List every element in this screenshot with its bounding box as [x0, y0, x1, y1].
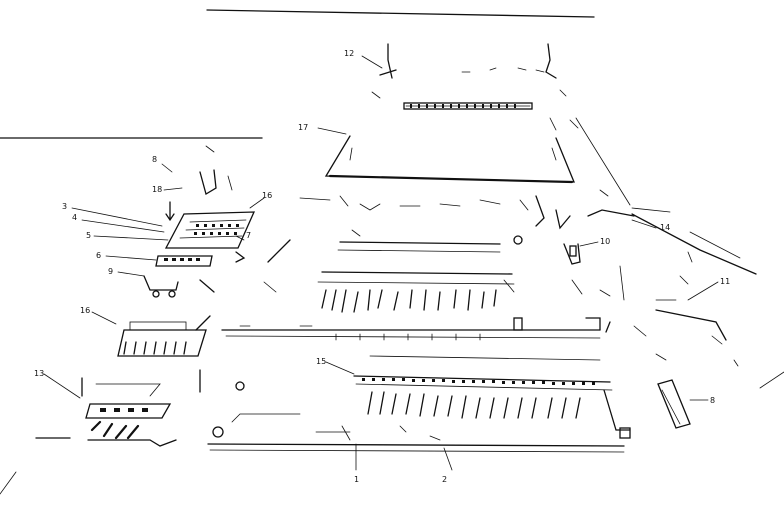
callout-9: 9: [108, 267, 113, 276]
part-handle: [657, 379, 691, 429]
part-upper-key-row: [263, 239, 515, 313]
part-lower-key-row: [353, 355, 631, 439]
callout-5: 5: [86, 231, 91, 240]
part-left-base-block: [0, 369, 784, 495]
callout-10: 10: [600, 237, 610, 246]
part-base-plate: [207, 381, 625, 471]
part-left-comb-block: [117, 315, 211, 357]
callout-8-right: 8: [710, 396, 715, 405]
callout-15: 15: [316, 357, 326, 366]
callout-1: 1: [354, 475, 359, 484]
callout-7: 7: [246, 231, 251, 240]
part-frame-tray: [324, 117, 631, 206]
part-top-bracket: [371, 43, 567, 110]
callout-14: 14: [660, 223, 670, 232]
callout-13: 13: [34, 369, 44, 378]
callout-labels: 12 17 8 18 16 3 4 5 7 6 9 16 13 15 10 14…: [34, 49, 730, 484]
part-left-keyboard-unit: [143, 145, 256, 298]
leader-lines: [43, 55, 719, 401]
part-middle-rail: [221, 265, 625, 341]
callout-8-left: 8: [152, 155, 157, 164]
callout-6: 6: [96, 251, 101, 260]
callout-2: 2: [442, 475, 447, 484]
callout-4: 4: [72, 213, 77, 222]
callout-17: 17: [298, 123, 308, 132]
callout-16-left: 16: [80, 306, 90, 315]
border-lines: [0, 9, 595, 139]
part-upper-shelf: [299, 189, 671, 245]
callout-12: 12: [344, 49, 354, 58]
callout-18: 18: [152, 185, 162, 194]
callout-11: 11: [720, 277, 730, 286]
callout-16-top: 16: [262, 191, 272, 200]
callout-3: 3: [62, 202, 67, 211]
part-right-bracket: [563, 213, 757, 367]
